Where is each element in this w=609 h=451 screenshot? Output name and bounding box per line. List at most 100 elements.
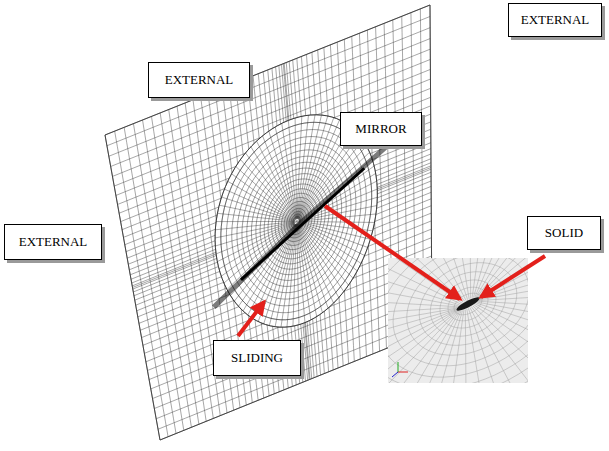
disc-spoke xyxy=(224,223,295,283)
inset-mesh-line xyxy=(405,258,468,300)
disc-spoke xyxy=(297,224,316,316)
disc-ring xyxy=(242,150,351,293)
disc-spoke xyxy=(232,174,295,220)
inset-mesh-line xyxy=(388,258,528,377)
inset-mesh-line xyxy=(419,263,516,346)
disc-spoke xyxy=(297,225,299,325)
inset-mesh-line xyxy=(477,258,528,297)
disc-spoke xyxy=(298,224,328,308)
inset-mesh-line xyxy=(388,258,528,383)
wake-refinement xyxy=(214,134,400,307)
red-pointer-arrow xyxy=(238,302,264,336)
label-box: MIRROR xyxy=(340,112,422,146)
disc-spoke xyxy=(216,221,294,222)
disc-spoke xyxy=(298,224,344,292)
disc-spoke xyxy=(215,222,294,238)
inset-mesh-line xyxy=(388,308,457,322)
disc-ring xyxy=(237,143,356,299)
disc-spoke xyxy=(297,224,311,319)
inset-mesh-line xyxy=(388,293,458,306)
axis-triad xyxy=(398,372,408,373)
inset-mesh-line xyxy=(479,258,528,297)
red-pointer-arrow xyxy=(481,256,545,297)
disc-spoke xyxy=(253,224,295,318)
disc-spoke xyxy=(297,225,305,323)
disc-spoke xyxy=(299,223,361,264)
solid-airfoil xyxy=(456,297,479,310)
inset-mesh-line xyxy=(388,311,457,383)
disc-spoke xyxy=(299,152,370,219)
inset-mesh-line xyxy=(467,309,499,383)
red-pointer-arrow xyxy=(325,206,460,299)
label-box: EXTERNAL xyxy=(148,62,250,98)
disc-spoke xyxy=(297,115,308,218)
inset-mesh-line xyxy=(388,310,457,383)
inset-mesh-line xyxy=(388,258,528,383)
inset-mesh-line xyxy=(471,307,528,383)
inset-mesh-line xyxy=(388,310,456,383)
inset-mesh-line xyxy=(430,272,505,336)
inset-mesh-line xyxy=(465,310,467,383)
boundary-label: SOLID xyxy=(545,226,583,240)
disc-spoke xyxy=(299,223,358,271)
disc-spoke xyxy=(219,205,294,221)
inset-mesh-line xyxy=(388,258,528,383)
inset-mesh-line xyxy=(388,258,463,302)
inset-mesh-line xyxy=(479,258,528,297)
disc-ring xyxy=(296,221,298,223)
disc-spoke xyxy=(297,115,315,219)
inset-mesh-line xyxy=(388,311,461,383)
boundary-label: EXTERNAL xyxy=(165,73,234,87)
pointer-arrows xyxy=(238,206,545,336)
disc-spoke xyxy=(299,221,374,223)
sliding-disc-mesh xyxy=(214,115,400,327)
inset-mesh-line xyxy=(388,258,528,383)
inset-mesh-line xyxy=(388,258,461,304)
disc-spoke xyxy=(293,225,297,327)
axis-triad xyxy=(392,372,398,377)
inset-mesh-line xyxy=(475,258,528,297)
inset-mesh-line xyxy=(469,258,471,298)
inset-mesh-line xyxy=(388,311,460,383)
disc-spoke xyxy=(297,115,321,218)
inset-mesh-line xyxy=(388,311,457,383)
disc-spoke xyxy=(298,224,334,303)
label-box: EXTERNAL xyxy=(4,224,102,260)
inset-mesh-line xyxy=(478,258,528,297)
disc-spoke xyxy=(251,147,295,219)
inset-mesh-line xyxy=(473,258,528,297)
plate-outline xyxy=(105,5,432,440)
boundary-label: EXTERNAL xyxy=(521,13,590,27)
inset-mesh-line xyxy=(388,258,528,383)
axis-triad xyxy=(398,362,399,372)
inset-mesh-line xyxy=(388,308,457,349)
inset-mesh-line xyxy=(470,308,528,383)
inset-mesh-line xyxy=(388,258,528,383)
mesh-line xyxy=(107,16,430,145)
label-box: SLIDING xyxy=(213,340,301,376)
disc-ring xyxy=(215,115,377,327)
disc-spoke xyxy=(221,223,294,276)
disc-spoke xyxy=(264,225,296,324)
disc-spoke xyxy=(258,225,295,322)
inset-zoom xyxy=(175,84,609,451)
disc-ring xyxy=(232,137,361,306)
inset-mesh-line xyxy=(388,258,528,383)
inset-mesh-line xyxy=(388,258,528,383)
boundary-label: EXTERNAL xyxy=(19,235,88,249)
inset-mesh-line xyxy=(388,258,462,303)
disc-spoke xyxy=(298,223,353,278)
disc-fill xyxy=(215,115,377,327)
disc-spoke xyxy=(275,127,296,219)
mesh-plate xyxy=(105,5,432,440)
disc-spoke xyxy=(297,224,322,312)
inset-mesh-line xyxy=(388,258,528,383)
disc-spoke xyxy=(217,213,294,221)
inset-mesh-line xyxy=(474,305,528,383)
disc-spoke xyxy=(298,224,339,298)
disc-ring xyxy=(247,156,346,286)
inset-mesh-line xyxy=(388,311,458,383)
disc-spoke xyxy=(222,197,295,221)
disc-spoke xyxy=(269,131,296,219)
